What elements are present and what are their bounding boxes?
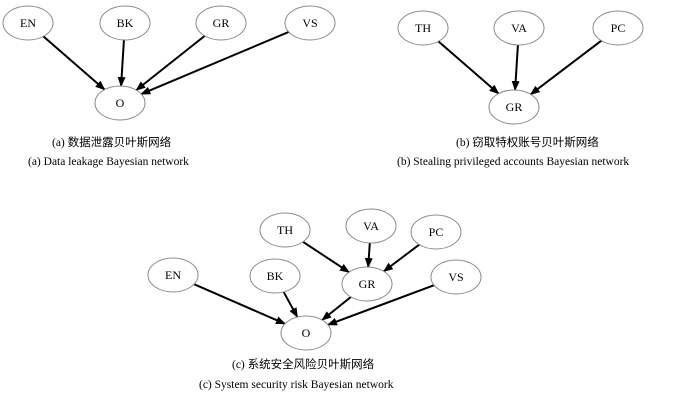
node-pc (410, 214, 462, 250)
node-label-vs: VS (448, 270, 463, 284)
node-th (259, 212, 311, 248)
node-th (397, 10, 449, 46)
node-va (493, 10, 545, 46)
edge-en-to-o (42, 35, 106, 91)
node-label-th: TH (415, 21, 431, 35)
node-bk (99, 5, 151, 41)
node-o (94, 85, 146, 121)
node-label-bk: BK (267, 269, 284, 283)
node-vs (430, 259, 482, 295)
node-label-va: VA (511, 21, 527, 35)
caption-c-cn: (c) 系统安全风险贝叶斯网络 (232, 357, 375, 371)
node-o (280, 315, 332, 351)
node-va (345, 208, 397, 244)
node-label-vs: VS (302, 16, 317, 30)
edge-th-to-gr (437, 40, 500, 95)
node-label-th: TH (277, 223, 293, 237)
edge-bk-to-o (117, 39, 126, 88)
edge-bk-to-o (282, 291, 299, 318)
edge-va-to-gr (511, 44, 520, 92)
node-en (147, 257, 199, 293)
node-label-en: EN (165, 268, 181, 282)
diagram-stealing-privileged-accounts: TH VA PC GR (397, 10, 644, 125)
caption-b-en: (b) Stealing privileged accounts Bayesia… (397, 156, 629, 168)
diagram-system-security-risk: TH VA PC EN BK GR VS O (147, 208, 482, 351)
caption-a-en: (a) Data leakage Bayesian network (28, 156, 189, 168)
edge-pc-to-gr (382, 243, 420, 273)
node-vs (284, 5, 336, 41)
node-en (2, 5, 54, 41)
node-gr (195, 5, 247, 41)
node-label-en: EN (20, 16, 36, 30)
node-pc (592, 10, 644, 46)
node-label-va: VA (363, 219, 379, 233)
node-label-gr: GR (213, 16, 230, 30)
caption-c-en: (c) System security risk Bayesian networ… (199, 379, 394, 391)
edge-gr-to-o (135, 35, 206, 91)
edge-gr-to-o (321, 296, 352, 321)
edge-en-to-o (193, 283, 286, 325)
node-label-pc: PC (429, 225, 444, 239)
edge-pc-to-gr (529, 39, 602, 96)
edge-vs-to-o (140, 31, 290, 95)
node-label-bk: BK (117, 16, 134, 30)
node-label-o: O (302, 326, 311, 340)
edge-vs-to-o (326, 284, 435, 326)
diagram-data-leakage: EN BK GR VS O (2, 5, 336, 121)
node-bk (249, 258, 301, 294)
node-label-gr: GR (359, 277, 376, 291)
edge-th-to-gr (302, 240, 350, 274)
edge-va-to-gr (364, 242, 373, 269)
node-label-o: O (116, 96, 125, 110)
caption-b-cn: (b) 窃取特权账号贝叶斯网络 (456, 135, 599, 149)
node-label-pc: PC (611, 21, 626, 35)
node-gr (341, 266, 393, 302)
caption-a-cn: (a) 数据泄露贝叶斯网络 (52, 135, 172, 149)
node-label-gr: GR (506, 100, 523, 114)
node-gr (488, 89, 540, 125)
